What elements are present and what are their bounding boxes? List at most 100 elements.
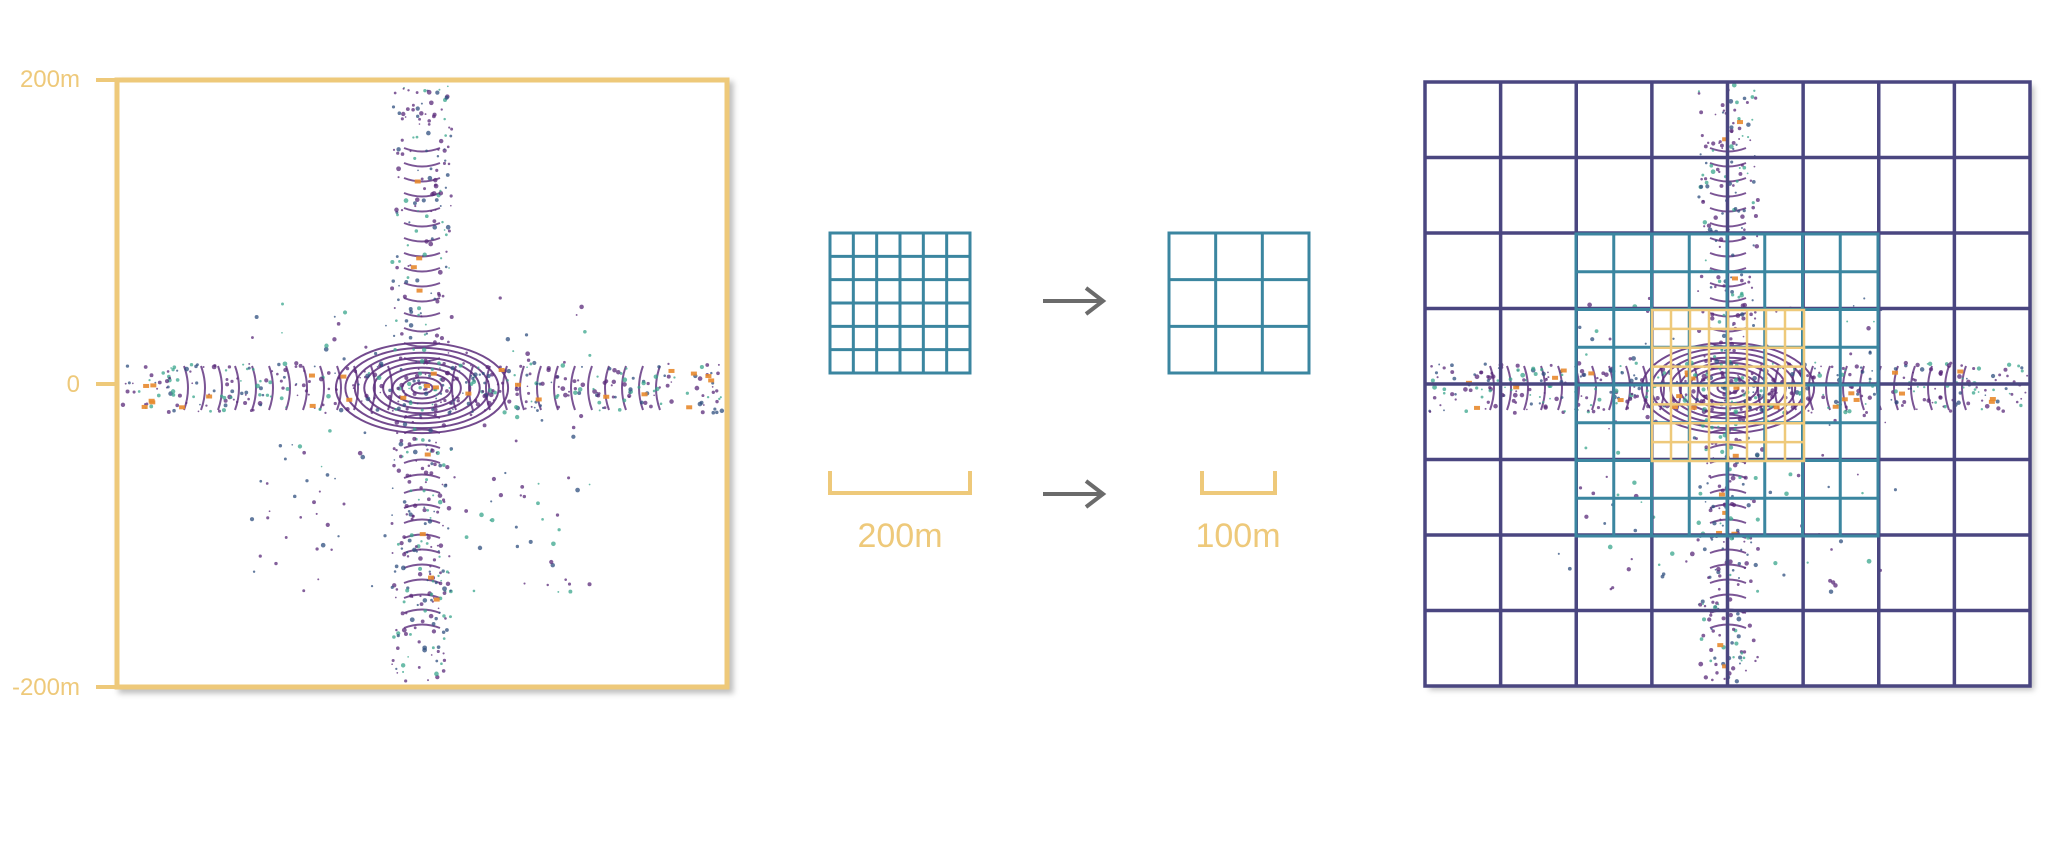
lidar-point — [478, 373, 481, 376]
lidar-point — [445, 464, 450, 470]
lidar-point — [526, 358, 531, 362]
lidar-point — [673, 376, 676, 379]
object-box — [1722, 137, 1729, 142]
lidar-point — [571, 434, 576, 439]
lidar-point — [1740, 273, 1744, 277]
lidar-point — [435, 451, 438, 454]
scan-arc — [1506, 365, 1512, 411]
lidar-point — [394, 596, 397, 599]
lidar-point — [435, 90, 440, 95]
lidar-point — [401, 627, 407, 633]
lidar-point — [563, 360, 566, 364]
lidar-point — [608, 367, 612, 371]
lidar-point — [1542, 401, 1545, 404]
lidar-point — [396, 213, 399, 217]
point-cloud-panel — [114, 77, 730, 690]
lidar-point — [392, 148, 396, 151]
lidar-point — [1730, 400, 1734, 403]
lidar-point — [374, 351, 378, 356]
lidar-point — [1931, 401, 1934, 404]
lidar-point — [530, 400, 533, 403]
lidar-point — [1754, 659, 1757, 663]
lidar-point-cloud — [120, 85, 725, 683]
lidar-point — [1738, 655, 1743, 660]
lidar-point — [418, 117, 421, 121]
lidar-point — [557, 385, 560, 388]
lidar-point — [1754, 396, 1758, 400]
lidar-point — [1634, 377, 1638, 381]
scan-arc — [519, 365, 525, 411]
lidar-point — [1737, 374, 1739, 377]
lidar-point — [437, 493, 443, 498]
lidar-point — [1759, 389, 1763, 393]
lidar-point — [1718, 633, 1722, 637]
lidar-point — [1711, 141, 1716, 146]
lidar-point — [423, 391, 429, 396]
lidar-point — [1718, 170, 1721, 174]
object-box — [1733, 385, 1740, 390]
lidar-point — [417, 571, 423, 577]
lidar-point — [563, 377, 568, 381]
lidar-point — [1820, 365, 1822, 368]
lidar-point — [537, 482, 540, 485]
lidar-point — [365, 373, 370, 379]
lidar-point — [408, 221, 411, 224]
lidar-point — [437, 361, 441, 365]
lidar-point — [445, 570, 449, 574]
lidar-point — [437, 291, 441, 296]
lidar-point — [1514, 401, 1518, 404]
lidar-point — [1578, 325, 1582, 330]
lidar-point — [184, 366, 189, 372]
lidar-point — [414, 229, 419, 233]
lidar-point — [292, 494, 297, 499]
scan-arc — [268, 365, 274, 411]
lidar-point — [1579, 369, 1585, 374]
lidar-point — [1747, 280, 1751, 284]
lidar-point — [436, 649, 440, 654]
lidar-point — [1488, 388, 1492, 393]
lidar-point — [209, 409, 212, 413]
lidar-point — [1756, 235, 1759, 238]
lidar-point — [1554, 396, 1559, 402]
lidar-point — [430, 210, 433, 213]
scan-arc — [451, 365, 457, 411]
lidar-point — [1858, 387, 1861, 390]
scan-arc — [1676, 365, 1682, 411]
object-box — [432, 385, 439, 390]
lidar-point — [506, 379, 509, 382]
lidar-point — [592, 387, 595, 391]
lidar-point — [1723, 349, 1726, 352]
lidar-point — [412, 136, 415, 139]
lidar-point — [423, 522, 427, 526]
lidar-point — [1753, 475, 1758, 480]
lidar-point — [1709, 613, 1713, 617]
lidar-point — [1846, 320, 1849, 323]
lidar-point — [327, 387, 331, 391]
lidar-point — [1714, 113, 1717, 116]
lidar-point — [359, 376, 361, 379]
lidar-point — [1714, 568, 1717, 571]
lidar-point — [479, 512, 484, 518]
lidar-point — [318, 376, 324, 382]
lidar-point — [1692, 436, 1697, 440]
lidar-point — [567, 582, 572, 586]
lidar-point — [444, 186, 448, 189]
lidar-point — [410, 517, 414, 521]
lidar-point — [258, 393, 262, 397]
lidar-point — [395, 265, 399, 270]
lidar-point — [434, 208, 437, 211]
lidar-point — [1714, 359, 1720, 364]
lidar-point — [409, 593, 414, 598]
lidar-point — [1508, 377, 1513, 382]
lidar-point — [336, 322, 341, 326]
lidar-point — [429, 471, 434, 476]
lidar-point — [1716, 275, 1721, 280]
lidar-point — [1625, 399, 1630, 404]
scan-arc — [403, 563, 441, 569]
lidar-point — [406, 551, 409, 554]
lidar-point — [1704, 180, 1709, 185]
lidar-point — [1740, 278, 1744, 283]
lidar-point — [2024, 391, 2027, 394]
lidar-point — [1644, 342, 1647, 345]
lidar-point — [431, 622, 436, 626]
